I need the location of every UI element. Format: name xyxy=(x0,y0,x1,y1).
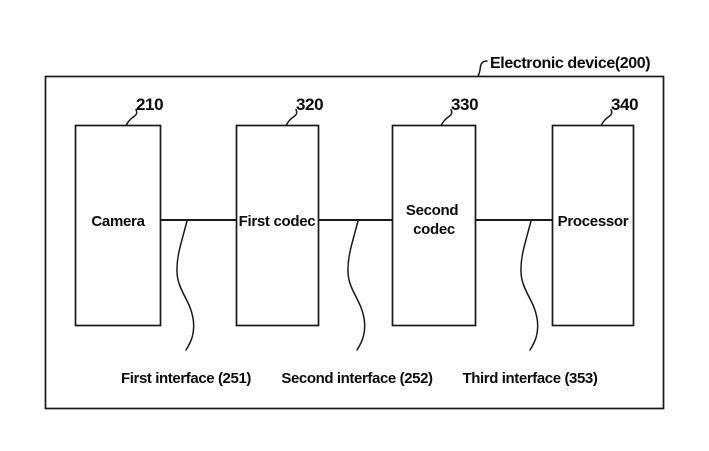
interface-label-353: Third interface (353) xyxy=(463,370,598,387)
block-first-codec xyxy=(235,124,320,327)
callout-number-320: 320 xyxy=(296,95,323,114)
block-second-codec xyxy=(391,124,477,327)
block-label-first-codec-text: First codec xyxy=(239,213,316,230)
block-label-second-codec-line2: codec xyxy=(413,221,455,238)
callout-number-330: 330 xyxy=(451,95,478,114)
block-label-second-codec: Second codec xyxy=(406,202,462,238)
interface-leader-353-icon xyxy=(520,220,539,351)
device-title-label: Electronic device(200) xyxy=(490,55,650,72)
block-label-processor: Processor xyxy=(558,213,629,230)
interface-label-251: First interface (251) xyxy=(121,370,251,387)
block-label-second-codec-line1: Second xyxy=(406,202,459,219)
block-camera xyxy=(74,124,162,327)
interface-leader-251-icon xyxy=(176,220,195,351)
callout-leader-340-icon xyxy=(600,108,613,127)
callout-number-340: 340 xyxy=(611,95,638,114)
block-label-camera: Camera xyxy=(91,213,145,230)
interface-leader-252-icon xyxy=(347,220,366,351)
callout-leader-210-icon xyxy=(125,108,138,127)
block-processor xyxy=(551,124,635,327)
device-label-leader-icon xyxy=(477,60,488,77)
callout-number-210: 210 xyxy=(136,95,163,114)
callout-leader-320-icon xyxy=(285,108,298,127)
callout-leader-330-icon xyxy=(440,108,453,127)
block-label-first-codec: First codec xyxy=(239,213,316,230)
interface-label-252: Second interface (252) xyxy=(281,370,433,387)
